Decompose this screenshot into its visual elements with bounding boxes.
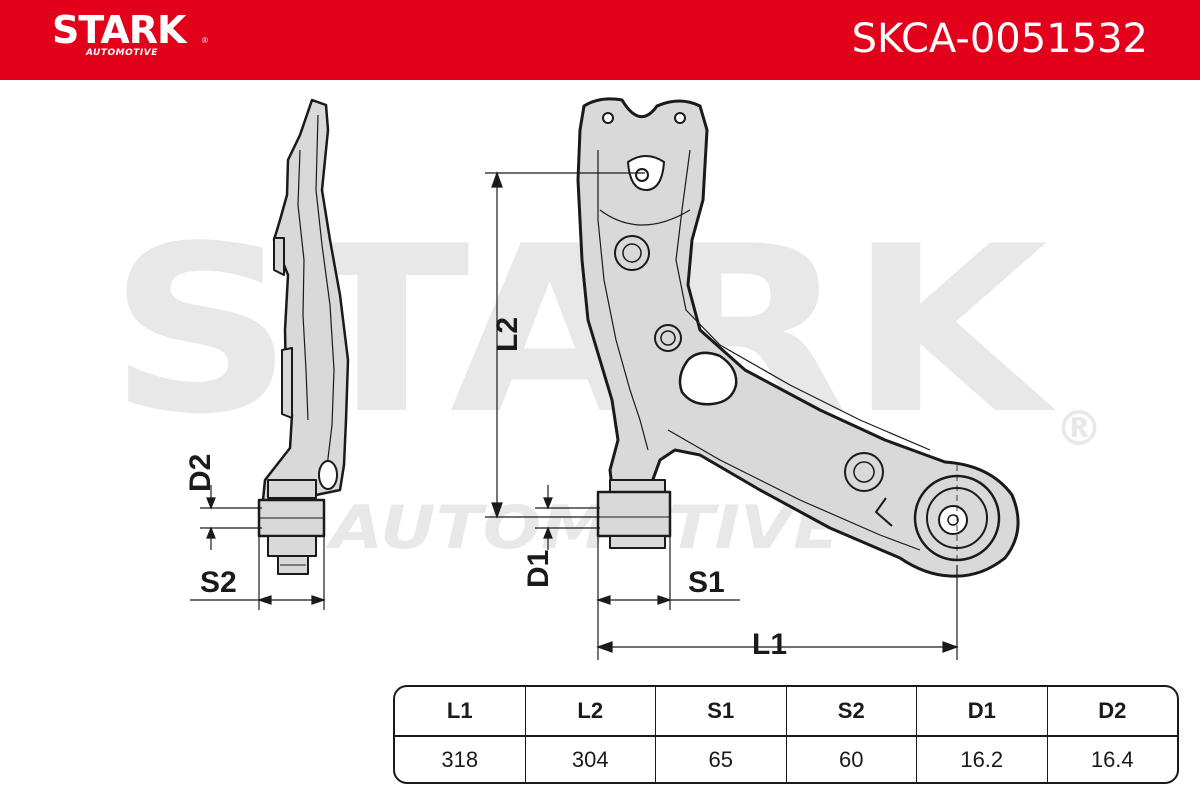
side-view-flange-2	[281, 347, 293, 419]
dim-l2-arrow-top	[491, 171, 503, 188]
arm-body	[576, 97, 1020, 578]
side-view-inner-edge-2	[297, 149, 309, 421]
dim-s1-arrow-left	[596, 595, 611, 605]
spec-table: L1 L2 S1 S2 D1 D2 318 304 65 60 16.2 16.…	[393, 685, 1179, 784]
brand-name: STARK	[52, 8, 186, 52]
dim-d2-arrow-top	[206, 497, 216, 510]
dim-label-d2: D2	[184, 454, 217, 492]
spec-value-l2: 304	[526, 736, 656, 782]
front-bushing-bottom	[609, 535, 666, 549]
watermark-registered-mark: ®	[1055, 401, 1103, 457]
brand-sub: AUTOMOTIVE	[86, 48, 158, 58]
spec-value-l1: 318	[395, 736, 526, 782]
spec-header-l1: L1	[395, 687, 526, 735]
dim-label-l1: L1	[752, 628, 787, 661]
spec-header-s1: S1	[656, 687, 787, 735]
spec-header-s2: S2	[787, 687, 917, 735]
arm-inner-contour-4	[599, 209, 691, 226]
front-bushing	[596, 490, 672, 538]
side-view-flange	[273, 237, 285, 276]
watermark: STARK AUTOMOTIVE ®	[108, 198, 1103, 563]
boss-middle-inner	[660, 330, 676, 346]
spec-value-d2: 16.4	[1090, 747, 1134, 773]
side-view-inner-edge	[315, 114, 335, 476]
header-bar: STARK AUTOMOTIVE ® SKCA-0051532	[0, 0, 1200, 80]
brand-logo: STARK AUTOMOTIVE ®	[52, 8, 208, 58]
ball-joint-center	[947, 514, 959, 526]
dim-d1-arrow-bottom	[543, 526, 553, 539]
dim-s2-arrow-right	[311, 595, 326, 605]
dim-s1-arrow-right	[657, 595, 672, 605]
arm-inner-contour	[597, 150, 649, 451]
spec-value-s2: 60	[787, 736, 917, 782]
dim-label-s2: S2	[200, 566, 237, 599]
spec-table-header-row: L1 L2 S1 S2 D1 D2	[395, 687, 1177, 737]
mount-hole-left	[602, 112, 614, 124]
spec-header-d1: D1	[917, 687, 1048, 735]
side-view-hole	[318, 460, 338, 490]
slot-mark	[875, 497, 893, 527]
lightening-hole	[678, 351, 738, 406]
technical-drawing: STARK AUTOMOTIVE ®	[108, 97, 1103, 661]
dim-d2-arrow-bottom	[206, 526, 216, 539]
dim-label-s1: S1	[688, 566, 725, 599]
front-view	[576, 97, 1020, 578]
mount-hole-right	[674, 112, 686, 124]
arm-inner-contour-3	[667, 429, 921, 551]
mount-hole-center	[635, 168, 649, 182]
spec-table-value-row: 318 304 65 60 16.2 16.4	[395, 736, 1177, 782]
side-view-bushing-top	[267, 479, 317, 499]
dim-l1-arrow-left	[596, 641, 613, 653]
dim-l1-arrow-right	[942, 641, 959, 653]
boss-lower-inner	[853, 461, 875, 483]
boss-upper-inner	[622, 243, 642, 263]
dim-s2-arrow-left	[257, 595, 272, 605]
brand-registered-mark: ®	[202, 36, 208, 45]
spec-header-d2: D2	[1098, 697, 1127, 723]
arm-inner-contour-2	[675, 149, 931, 451]
spec-value-s1: 65	[656, 736, 787, 782]
side-view-bushing-bottom	[267, 535, 317, 557]
dim-l2-arrow-bottom	[491, 502, 503, 519]
dim-label-d1: D1	[522, 550, 555, 588]
spec-header-l2: L2	[526, 687, 656, 735]
part-number: SKCA-0051532	[851, 16, 1148, 62]
dimensions	[190, 171, 959, 660]
dim-d1-arrow-top	[543, 497, 553, 510]
dim-label-l2: L2	[491, 317, 524, 352]
side-view	[257, 98, 350, 575]
spec-value-d1: 16.2	[917, 736, 1048, 782]
front-bushing-top	[609, 479, 666, 493]
side-view-body	[260, 98, 350, 512]
